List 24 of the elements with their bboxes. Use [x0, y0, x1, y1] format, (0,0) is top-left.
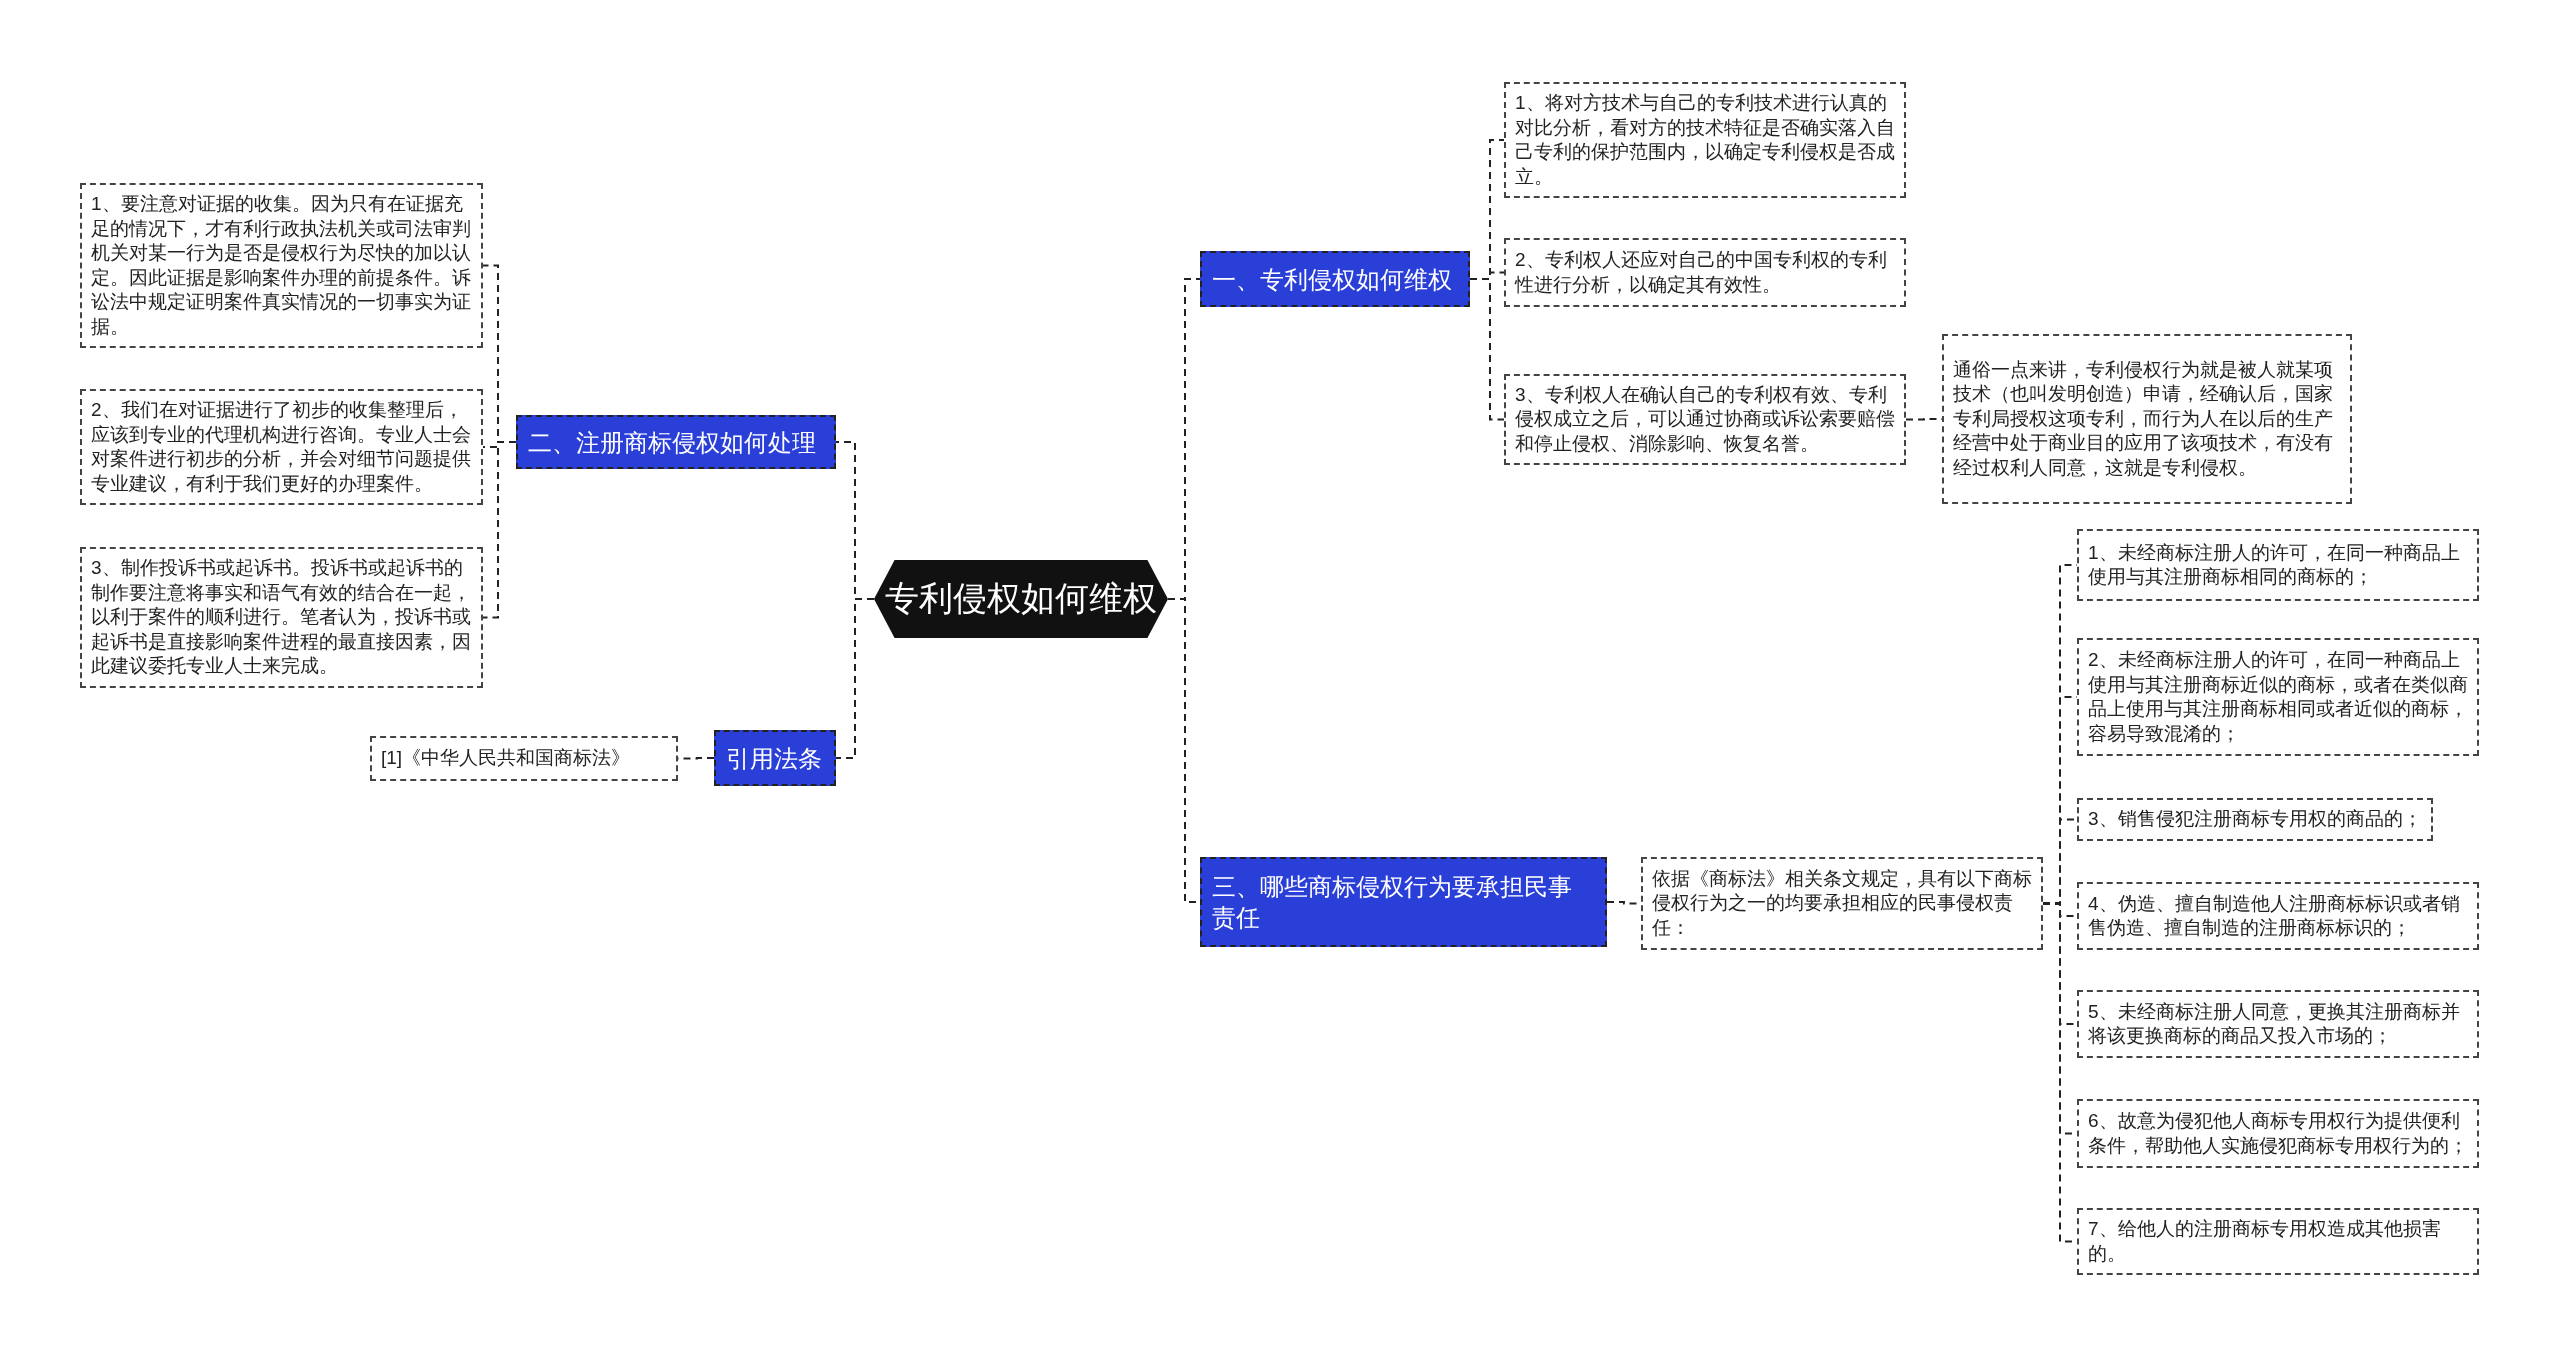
topic-box: 一、专利侵权如何维权	[1200, 251, 1470, 307]
note-box: 3、销售侵犯注册商标专用权的商品的；	[2077, 798, 2433, 841]
note-box: 2、我们在对证据进行了初步的收集整理后，应该到专业的代理机构进行咨询。专业人士会对案件进行初步的分析，并会对细节问题提供专业建议，有利于我们更好的办理案件。	[80, 389, 483, 505]
note-box: 6、故意为侵犯他人商标专用权行为提供便利条件，帮助他人实施侵犯商标专用权行为的；	[2077, 1099, 2479, 1168]
connector	[835, 598, 875, 759]
note-box: 7、给他人的注册商标专用权造成其他损害的。	[2077, 1208, 2479, 1275]
note-box: 4、伪造、擅自制造他人注册商标标识或者销售伪造、擅自制造的注册商标标识的；	[2077, 882, 2479, 950]
connector	[482, 441, 517, 619]
topic-box: 二、注册商标侵权如何处理	[516, 415, 836, 469]
connector	[1469, 278, 1505, 421]
note-box: 1、要注意对证据的收集。因为只有在证据充足的情况下，才有利行政执法机关或司法审判机关对某一行为是否是侵权行为尽快的加以认定。因此证据是影响案件办理的前提条件。诉讼法中规定证明案件真实情况的一切事实为证据。	[80, 183, 483, 348]
topic-box: 引用法条	[714, 730, 836, 786]
note-box: 依据《商标法》相关条文规定，具有以下商标侵权行为之一的均要承担相应的民事侵权责任：	[1641, 857, 2043, 950]
topic-box: 三、哪些商标侵权行为要承担民事责任	[1200, 857, 1607, 947]
note-box: 3、制作投诉书或起诉书。投诉书或起诉书的制作要注意将事实和语气有效的结合在一起，以利于案件的顺利进行。笔者认为，投诉书或起诉书是直接影响案件进程的最直接因素，因此建议委托专业人士来完成。	[80, 547, 483, 688]
note-box: 3、专利权人在确认自己的专利权有效、专利侵权成立之后，可以通过协商或诉讼索要赔偿和停止侵权、消除影响、恢复名誉。	[1504, 374, 1906, 465]
note-box: [1]《中华人民共和国商标法》	[370, 736, 678, 781]
note-box: 2、未经商标注册人的许可，在同一种商品上使用与其注册商标近似的商标，或者在类似商品上使用与其注册商标相同或者近似的商标，容易导致混淆的；	[2077, 638, 2479, 756]
note-box: 2、专利权人还应对自己的中国专利权的专利性进行分析，以确定其有效性。	[1504, 238, 1906, 307]
note-box: 5、未经商标注册人同意，更换其注册商标并将该更换商标的商品又投入市场的；	[2077, 990, 2479, 1058]
central-topic: 专利侵权如何维权	[874, 560, 1168, 638]
note-box: 通俗一点来讲，专利侵权行为就是被人就某项技术（也叫发明创造）申请，经确认后，国家专利局授权这项专利，而行为人在以后的生产经营中处于商业目的应用了该项技术，有没有经过权利人同意，这就是专利侵权。	[1942, 334, 2352, 504]
note-box: 1、未经商标注册人的许可，在同一种商品上使用与其注册商标相同的商标的；	[2077, 529, 2479, 601]
note-box: 1、将对方技术与自己的专利技术进行认真的对比分析，看对方的技术特征是否确实落入自己专利的保护范围内，以确定专利侵权是否成立。	[1504, 82, 1906, 198]
